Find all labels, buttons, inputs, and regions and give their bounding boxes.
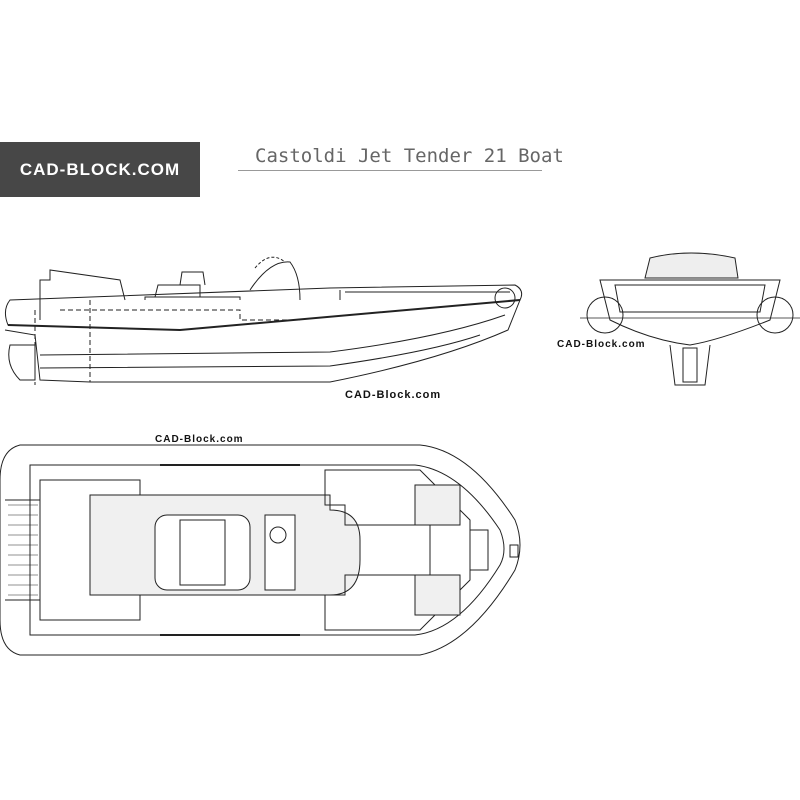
title-underline [238,170,542,171]
side-view [4,256,523,385]
watermark-top: CAD-Block.com [155,434,244,445]
watermark-side: CAD-Block.com [345,389,442,401]
top-view [0,444,521,656]
watermark-front: CAD-Block.com [557,339,646,350]
logo: CAD-BLOCK.COM [0,142,200,197]
drawing-title: Castoldi Jet Tender 21 Boat [255,145,564,167]
front-view [580,252,800,386]
logo-text: CAD-BLOCK.COM [19,159,181,179]
